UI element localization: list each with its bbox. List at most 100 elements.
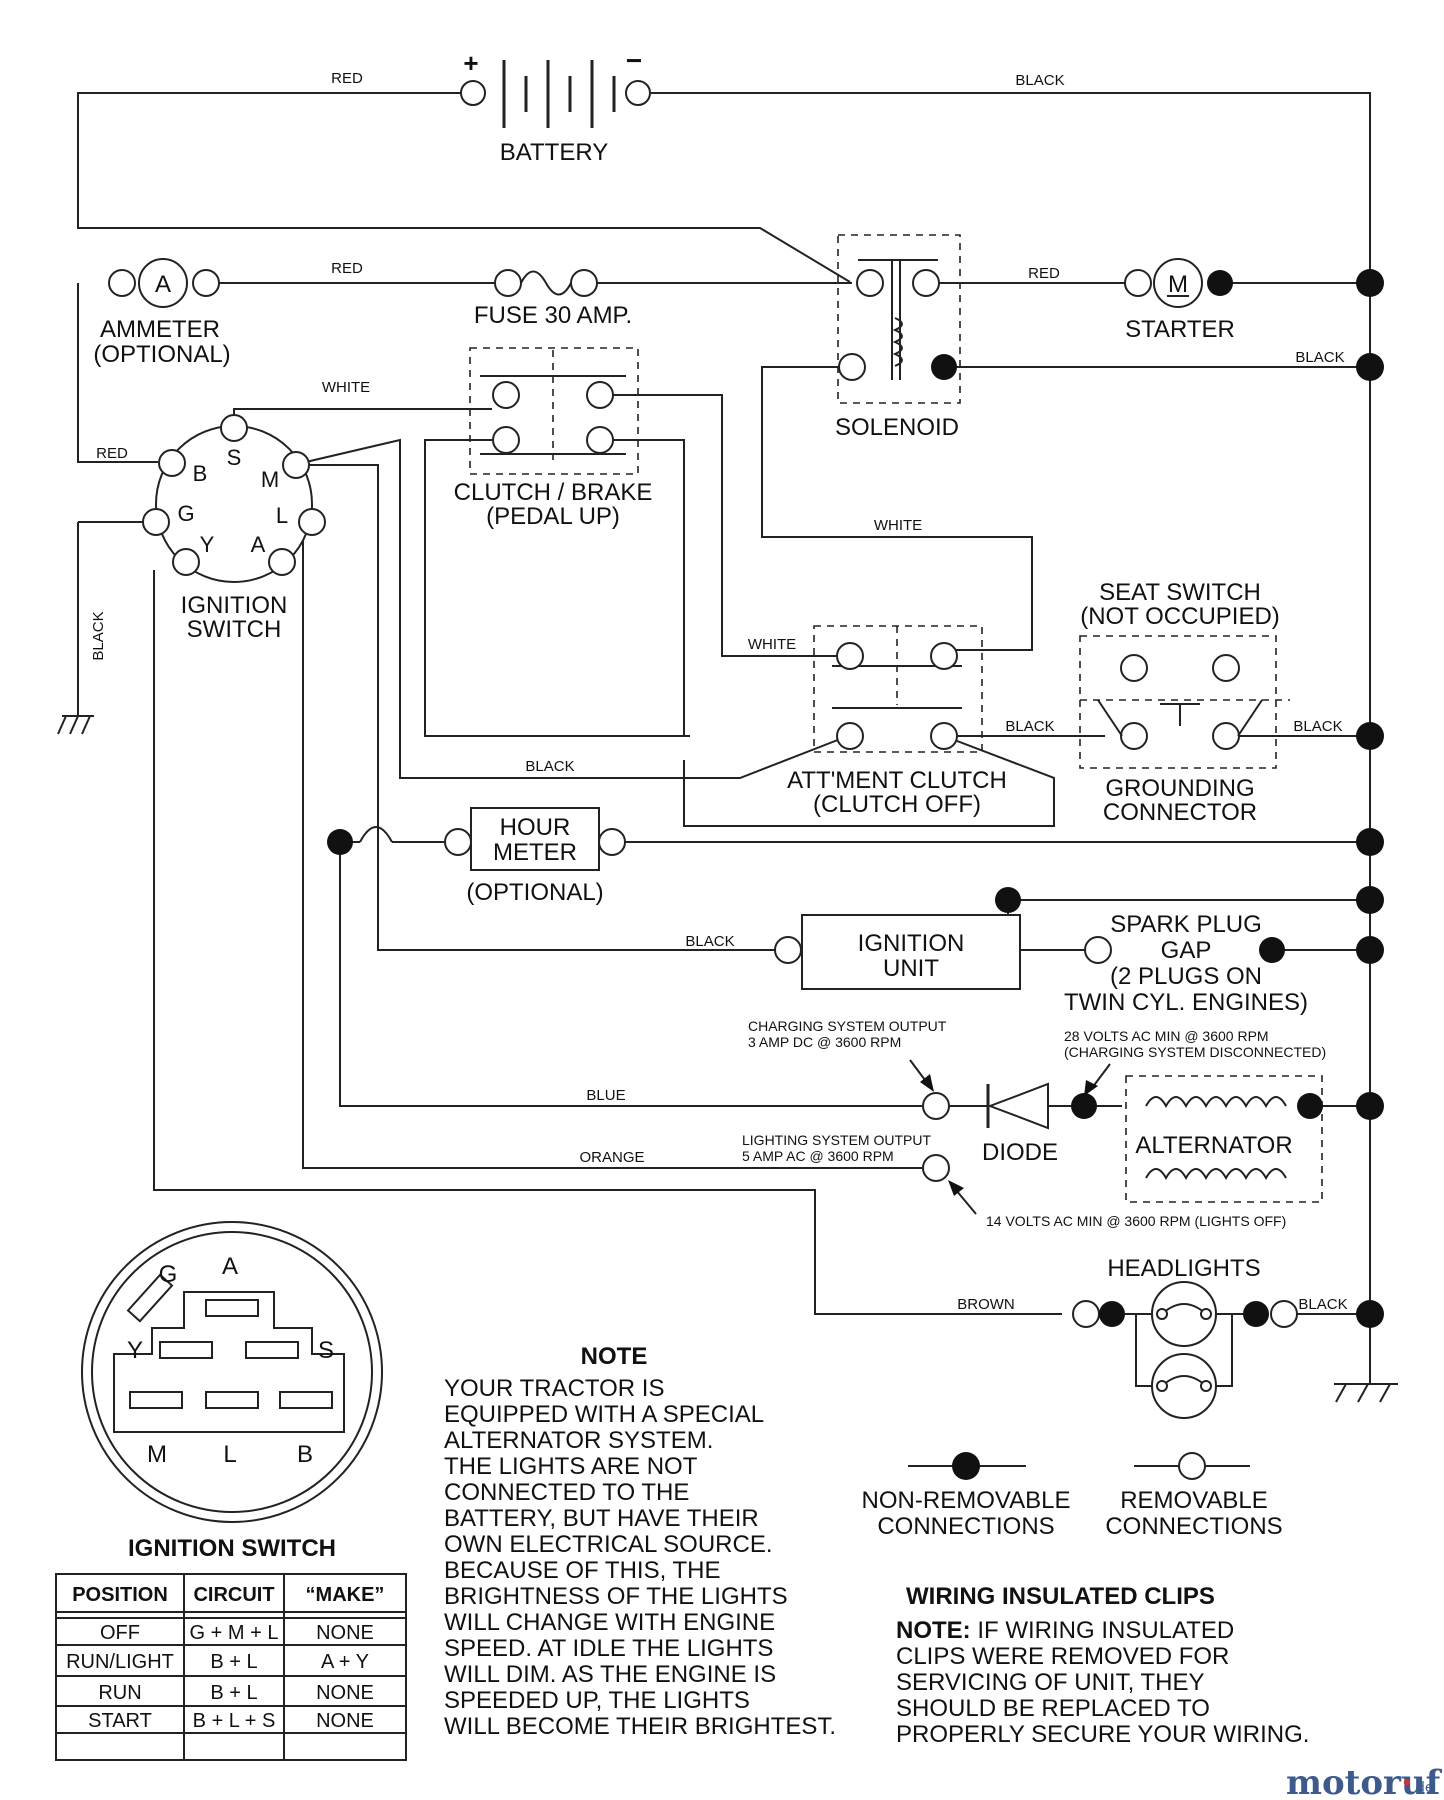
clips-line: SERVICING OF UNIT, THEY (896, 1669, 1205, 1696)
connection-legend: NON-REMOVABLE CONNECTIONS REMOVABLE CONN… (862, 1452, 1283, 1540)
clips-line: SHOULD BE REPLACED TO (896, 1695, 1210, 1722)
lighting-output-value: 5 AMP AC @ 3600 RPM (742, 1148, 894, 1164)
table-cell: G + M + L (190, 1622, 279, 1644)
table-cell: OFF (100, 1622, 140, 1644)
lighting-output-terminal (922, 1154, 950, 1182)
switch-terminal-m: M (261, 467, 279, 492)
wire-label-white-clutch: WHITE (748, 636, 796, 653)
starter-symbol: M (1168, 271, 1188, 298)
clutch-brake-label: CLUTCH / BRAKE (454, 479, 653, 506)
ignition-unit-label: IGNITION (858, 930, 965, 957)
attachment-clutch-switch: ATT'MENT CLUTCH (CLUTCH OFF) (787, 625, 1007, 818)
hour-meter-sub-label: METER (493, 839, 577, 866)
spark-plug-gap-label: GAP (1161, 937, 1212, 964)
table-cell: NONE (316, 1710, 374, 1732)
spark-plug-note-2: TWIN CYL. ENGINES) (1064, 989, 1308, 1016)
diode: DIODE (922, 1082, 1097, 1166)
note-line: CONNECTED TO THE (444, 1479, 689, 1506)
lighting-output-label: LIGHTING SYSTEM OUTPUT (742, 1132, 931, 1148)
ground-symbol-left (57, 715, 94, 735)
clips-line: PROPERLY SECURE YOUR WIRING. (896, 1721, 1309, 1748)
switch-terminal-g: G (177, 501, 194, 526)
ammeter-optional-label: (OPTIONAL) (93, 341, 230, 368)
att-clutch-label: ATT'MENT CLUTCH (787, 767, 1007, 794)
note-line: WILL CHANGE WITH ENGINE (444, 1609, 775, 1636)
note-line: THE LIGHTS ARE NOT (444, 1453, 698, 1480)
table-header-circuit: CIRCUIT (193, 1584, 274, 1606)
diode-label: DIODE (982, 1139, 1058, 1166)
ammeter-label: AMMETER (100, 316, 220, 343)
ignition-switch-sub-label: SWITCH (187, 616, 282, 643)
note-line: EQUIPPED WITH A SPECIAL (444, 1401, 764, 1428)
solenoid: SOLENOID (835, 234, 961, 441)
wire-label-red-fuse: RED (331, 260, 363, 277)
battery-negative-label: − (626, 45, 642, 76)
ignition-switch-label: IGNITION (181, 592, 288, 619)
bus-junctions (1356, 269, 1384, 1328)
wire-label-red-top: RED (331, 70, 363, 87)
table-cell: RUN/LIGHT (66, 1651, 174, 1673)
att-clutch-sub-label: (CLUTCH OFF) (813, 791, 981, 818)
note-line: WILL DIM. AS THE ENGINE IS (444, 1661, 776, 1688)
wire-label-red-starter: RED (1028, 265, 1060, 282)
wire-label-black-ground: BLACK (90, 611, 107, 660)
battery: + − BATTERY (460, 45, 651, 166)
watermark-dot: · (1401, 1763, 1413, 1800)
seat-switch-sub-label: (NOT OCCUPIED) (1080, 603, 1280, 630)
table-header-position: POSITION (72, 1584, 168, 1606)
wire-label-red-switch: RED (96, 445, 128, 462)
fuse: FUSE 30 AMP. (474, 269, 632, 329)
ignition-unit: IGNITION UNIT (774, 887, 1021, 990)
volts-28-sub-label: (CHARGING SYSTEM DISCONNECTED) (1064, 1044, 1326, 1060)
watermark-main: motoruf (1286, 1763, 1443, 1800)
non-removable-connection-icon (952, 1452, 980, 1480)
ammeter-symbol: A (155, 271, 171, 298)
grounding-connector-label: GROUNDING (1105, 775, 1254, 802)
note-line: SPEEDED UP, THE LIGHTS (444, 1687, 750, 1714)
battery-positive-label: + (463, 48, 478, 78)
seat-switch: SEAT SWITCH (NOT OCCUPIED) GROUNDING CON… (1079, 579, 1290, 826)
wire-label-brown: BROWN (957, 1296, 1015, 1313)
face-label-s: S (318, 1337, 334, 1364)
clutch-brake-sub-label: (PEDAL UP) (486, 503, 620, 530)
wire-label-black-clutch: BLACK (525, 758, 574, 775)
clips-line-1: NOTE: IF WIRING INSULATED (896, 1617, 1234, 1644)
starter-label: STARTER (1125, 316, 1235, 343)
alternator: ALTERNATOR (1125, 1075, 1323, 1203)
table-cell: A + Y (321, 1651, 369, 1673)
table-cell: B + L + S (193, 1710, 276, 1732)
table-cell: NONE (316, 1682, 374, 1704)
note-line: ALTERNATOR SYSTEM. (444, 1427, 713, 1454)
wire-label-black-solenoid: BLACK (1295, 349, 1344, 366)
note-line: BRIGHTNESS OF THE LIGHTS (444, 1583, 788, 1610)
hour-meter: HOUR METER (OPTIONAL) (327, 807, 626, 906)
clips-title: WIRING INSULATED CLIPS (906, 1583, 1215, 1610)
hour-meter-label: HOUR (500, 814, 571, 841)
solenoid-label: SOLENOID (835, 414, 959, 441)
switch-terminal-y: Y (200, 532, 215, 557)
switch-terminal-b: B (193, 461, 208, 486)
clips-note-text: IF WIRING INSULATED (971, 1617, 1235, 1644)
table-cell: START (88, 1710, 152, 1732)
clips-note: WIRING INSULATED CLIPS NOTE: IF WIRING I… (896, 1583, 1309, 1748)
ignition-unit-sub-label: UNIT (883, 955, 939, 982)
note-line: BECAUSE OF THIS, THE (444, 1557, 721, 1584)
legend-nonremovable-sub-label: CONNECTIONS (877, 1513, 1054, 1540)
face-label-b: B (297, 1441, 313, 1468)
hour-meter-optional-label: (OPTIONAL) (466, 879, 603, 906)
table-cell: NONE (316, 1622, 374, 1644)
note-line: BATTERY, BUT HAVE THEIR (444, 1505, 759, 1532)
spark-plug-label: SPARK PLUG (1110, 911, 1262, 938)
face-label-a: A (222, 1253, 238, 1280)
starter: M STARTER (1124, 258, 1235, 343)
watermark-suffix: de (1416, 1780, 1434, 1796)
headlights: HEADLIGHTS (1072, 1255, 1298, 1419)
note-block: NOTE YOUR TRACTOR IS EQUIPPED WITH A SPE… (444, 1343, 836, 1740)
face-label-m: M (147, 1441, 167, 1468)
wire-label-black-headlights: BLACK (1298, 1296, 1347, 1313)
switch-table-title: IGNITION SWITCH (128, 1535, 336, 1562)
switch-terminal-s: S (227, 445, 242, 470)
volts-28-label: 28 VOLTS AC MIN @ 3600 RPM (1064, 1028, 1269, 1044)
switch-table: POSITION CIRCUIT “MAKE” OFF G + M + L NO… (55, 1573, 407, 1761)
